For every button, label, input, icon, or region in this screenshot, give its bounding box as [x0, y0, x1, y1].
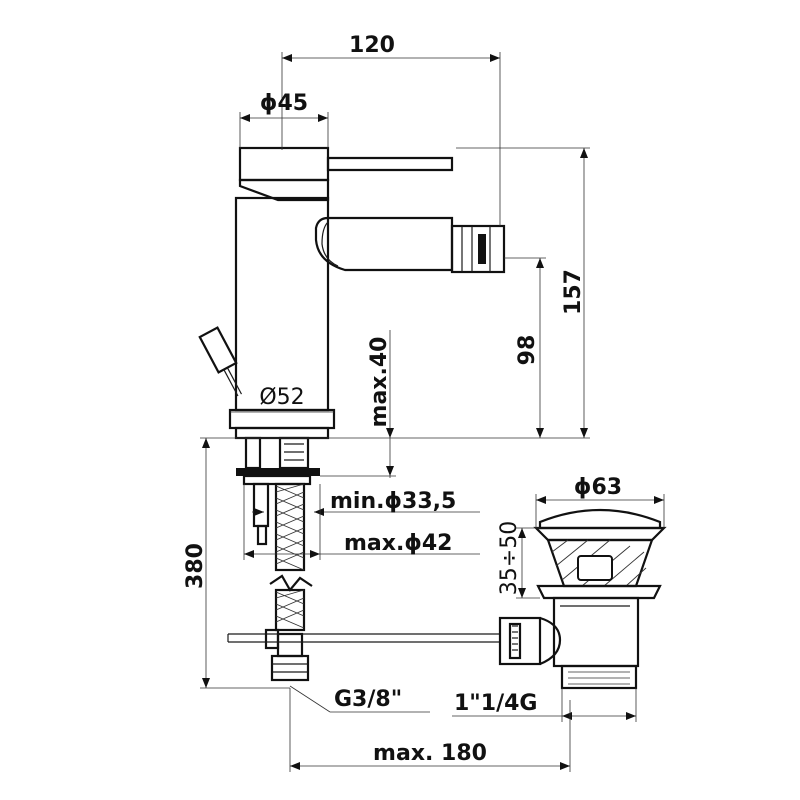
- overall-height-label: 157: [561, 269, 586, 315]
- body-diameter-label: ϕ45: [260, 91, 308, 116]
- flexible-connection-label: G3/8": [334, 687, 402, 712]
- spout-reach-label: 120: [349, 33, 395, 58]
- base-diameter-label: Ø52: [259, 385, 304, 410]
- waste-thread-label: 1"1/4G: [454, 691, 537, 716]
- waste-diameter-label: ϕ63: [574, 475, 622, 500]
- max-rod-reach-label: max. 180: [373, 741, 487, 766]
- max-deck-thickness-label: max.40: [367, 337, 392, 428]
- flexible-length-label: 380: [183, 543, 208, 589]
- fixing-assembly: [227, 436, 500, 682]
- faucet-body: [198, 146, 506, 440]
- spout-height-label: 98: [515, 335, 540, 366]
- min-hole-diameter-label: min.ϕ33,5: [330, 489, 456, 514]
- waste-assembly: [498, 508, 667, 690]
- waste-adjust-range-label: 35÷50: [497, 521, 522, 595]
- max-hole-diameter-label: max.ϕ42: [344, 531, 452, 556]
- dimension-lines: [200, 52, 665, 772]
